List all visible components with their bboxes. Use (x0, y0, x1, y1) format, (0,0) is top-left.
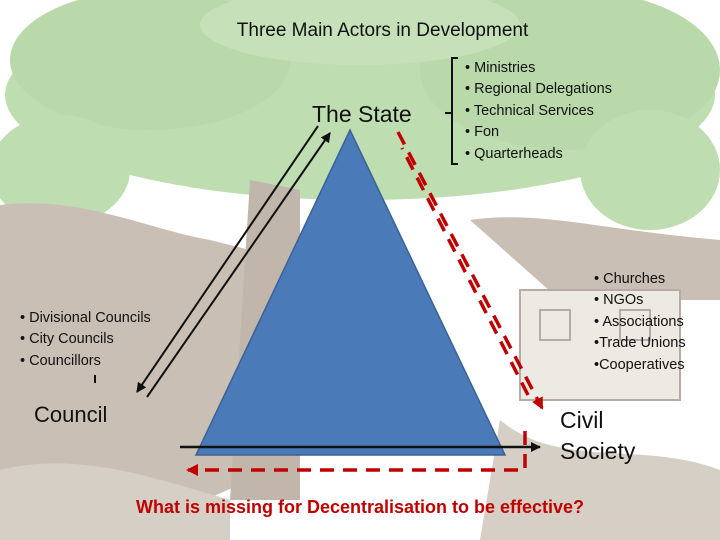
civil-society-label-line2: Society (560, 438, 636, 464)
civil-to-state-dashed-arrow (400, 147, 530, 396)
state-to-civil-dashed-arrow (396, 131, 544, 410)
civil-to-council-dashed-arrow (186, 431, 527, 476)
list-item: • Associations (594, 313, 684, 330)
council-to-state-arrow (146, 132, 331, 398)
list-item: • Churches (594, 271, 666, 287)
list-item: • City Councils (20, 331, 114, 348)
list-item: • Divisional Councils (20, 310, 151, 326)
civil-society-label: Civil Society (560, 405, 635, 467)
state-to-council-arrow (136, 125, 319, 393)
state-items-list: • Ministries • Regional Delegations • Te… (465, 58, 612, 165)
list-item: • Councillors (20, 352, 101, 369)
state-list-bracket (445, 57, 458, 165)
civil-society-label-line1: Civil (560, 407, 604, 433)
council-items-list: • Divisional Councils • City Councils • … (20, 308, 151, 372)
list-item: •Cooperatives (594, 356, 685, 373)
list-item: • NGOs (594, 292, 644, 309)
list-item: • Regional Delegations (465, 81, 612, 98)
state-label: The State (312, 101, 412, 127)
list-item: •Trade Unions (594, 335, 686, 352)
diagram-title: Three Main Actors in Development (236, 20, 529, 41)
list-item: • Fon (465, 124, 500, 141)
council-label: Council (34, 402, 108, 427)
list-item: • Quarterheads (465, 145, 563, 162)
actors-triangle (194, 128, 507, 456)
list-item: • Ministries (465, 60, 536, 76)
decentralisation-question: What is missing for Decentralisation to … (135, 497, 585, 517)
civil-society-items-list: • Churches • NGOs • Associations •Trade … (594, 269, 686, 376)
list-item: • Technical Services (465, 102, 594, 119)
